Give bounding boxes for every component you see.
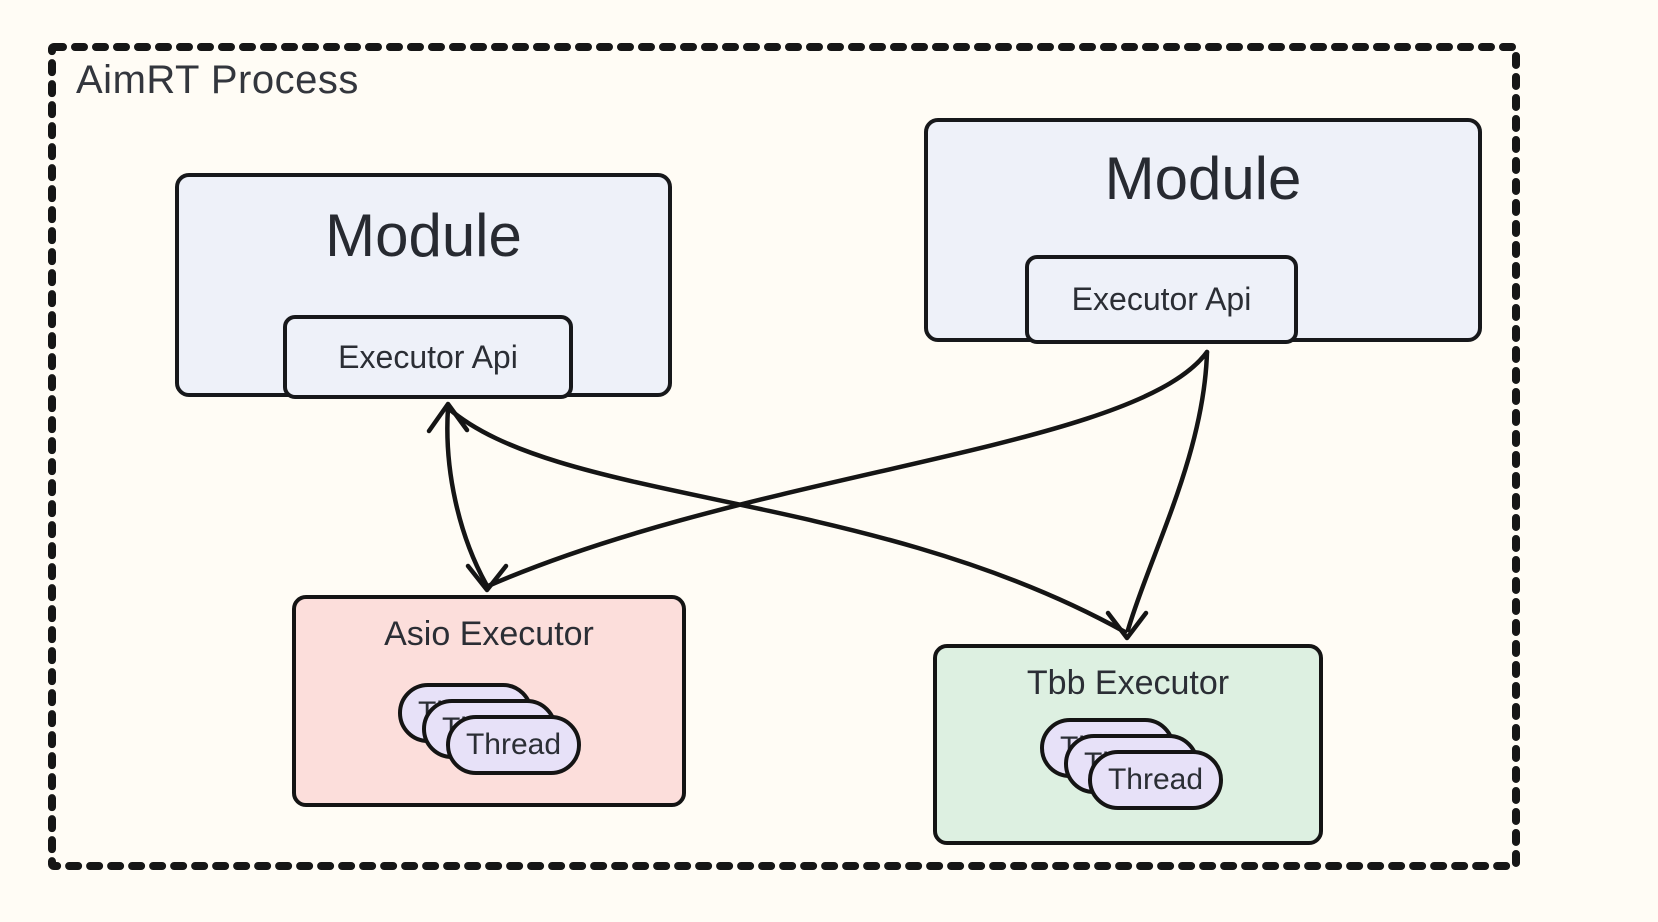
module-box-left: Module Executor Api [175, 173, 672, 399]
executor-api-box-left: Executor Api [283, 315, 573, 399]
executor-api-label: Executor Api [1071, 281, 1252, 317]
tbb-executor-box: Tbb Executor Thread Thread Thread [933, 644, 1323, 845]
arrowhead-down-asio-icon [465, 563, 509, 593]
executor-api-box-right: Executor Api [1025, 255, 1298, 344]
arrowhead-down-tbb-icon [1105, 610, 1149, 641]
arrow-left-api-to-asio [445, 405, 489, 587]
executor-api-label: Executor Api [338, 338, 518, 375]
process-boundary [48, 43, 1520, 870]
tbb-executor-title: Tbb Executor [1026, 664, 1230, 702]
arrow-right-api-to-asio [485, 349, 1210, 589]
module-box-right: Module Executor Api [924, 118, 1482, 344]
arrow-left-api-to-tbb [445, 405, 1128, 635]
thread-label: Thread [465, 728, 562, 761]
process-label: AimRT Process [76, 58, 359, 102]
thread-pill: Thread [1088, 750, 1223, 810]
asio-executor-box: Asio Executor Thread Thread Thread [292, 595, 686, 807]
asio-executor-title: Asio Executor [384, 615, 594, 653]
module-title: Module [1104, 145, 1302, 212]
arrowhead-up-left-api-icon [426, 401, 470, 434]
module-title: Module [325, 202, 522, 269]
thread-label: Thread [1107, 763, 1204, 796]
arrow-right-api-to-tbb [1125, 349, 1210, 633]
thread-pill: Thread [446, 715, 581, 775]
